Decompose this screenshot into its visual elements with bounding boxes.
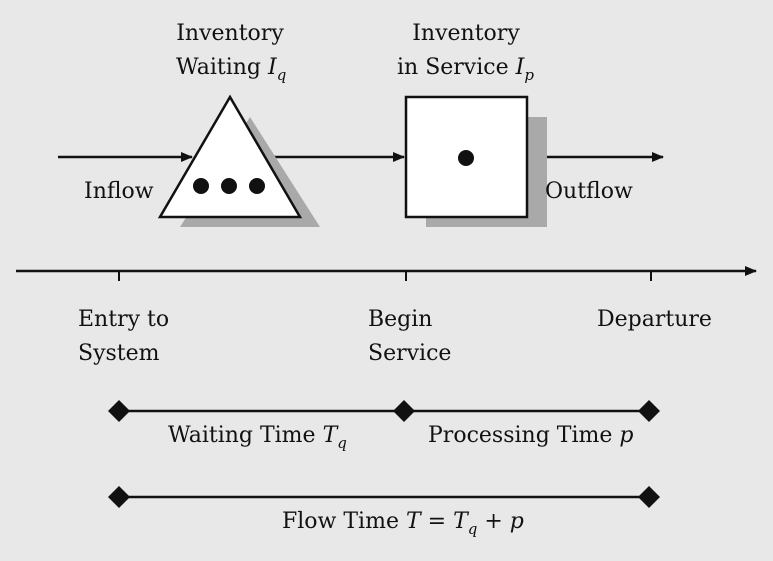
begin-service-label-line1: Begin [368, 307, 432, 332]
inventory-waiting-label-line2: Waiting Iq [176, 55, 286, 84]
begin-service-label-line2: Service [368, 341, 451, 366]
queue-unit-dot-3 [249, 178, 265, 194]
inventory-service-label-line1: Inventory [412, 21, 520, 46]
inflow-label: Inflow [84, 179, 154, 204]
service-box [404, 95, 529, 219]
entry-label-line1: Entry to [78, 307, 169, 332]
queue-unit-dot-1 [193, 178, 209, 194]
outflow-label: Outflow [545, 179, 633, 204]
diamond-entry-1 [108, 400, 130, 422]
service-unit-dot [458, 150, 474, 166]
processing-time-label: Processing Time p [428, 423, 633, 448]
departure-label: Departure [597, 307, 712, 332]
diamond-entry-2 [108, 486, 130, 508]
queue-unit-dot-2 [221, 178, 237, 194]
inventory-service-label-line2: in Service Ip [397, 55, 534, 84]
waiting-time-label: Waiting Time Tq [168, 423, 347, 452]
inventory-waiting-label-line1: Inventory [176, 21, 284, 46]
diamond-departure-2 [638, 486, 660, 508]
entry-label-line2: System [78, 341, 160, 366]
diamond-begin-service [393, 400, 415, 422]
diamond-departure-1 [638, 400, 660, 422]
flow-time-label: Flow Time T = Tq + p [282, 509, 524, 538]
